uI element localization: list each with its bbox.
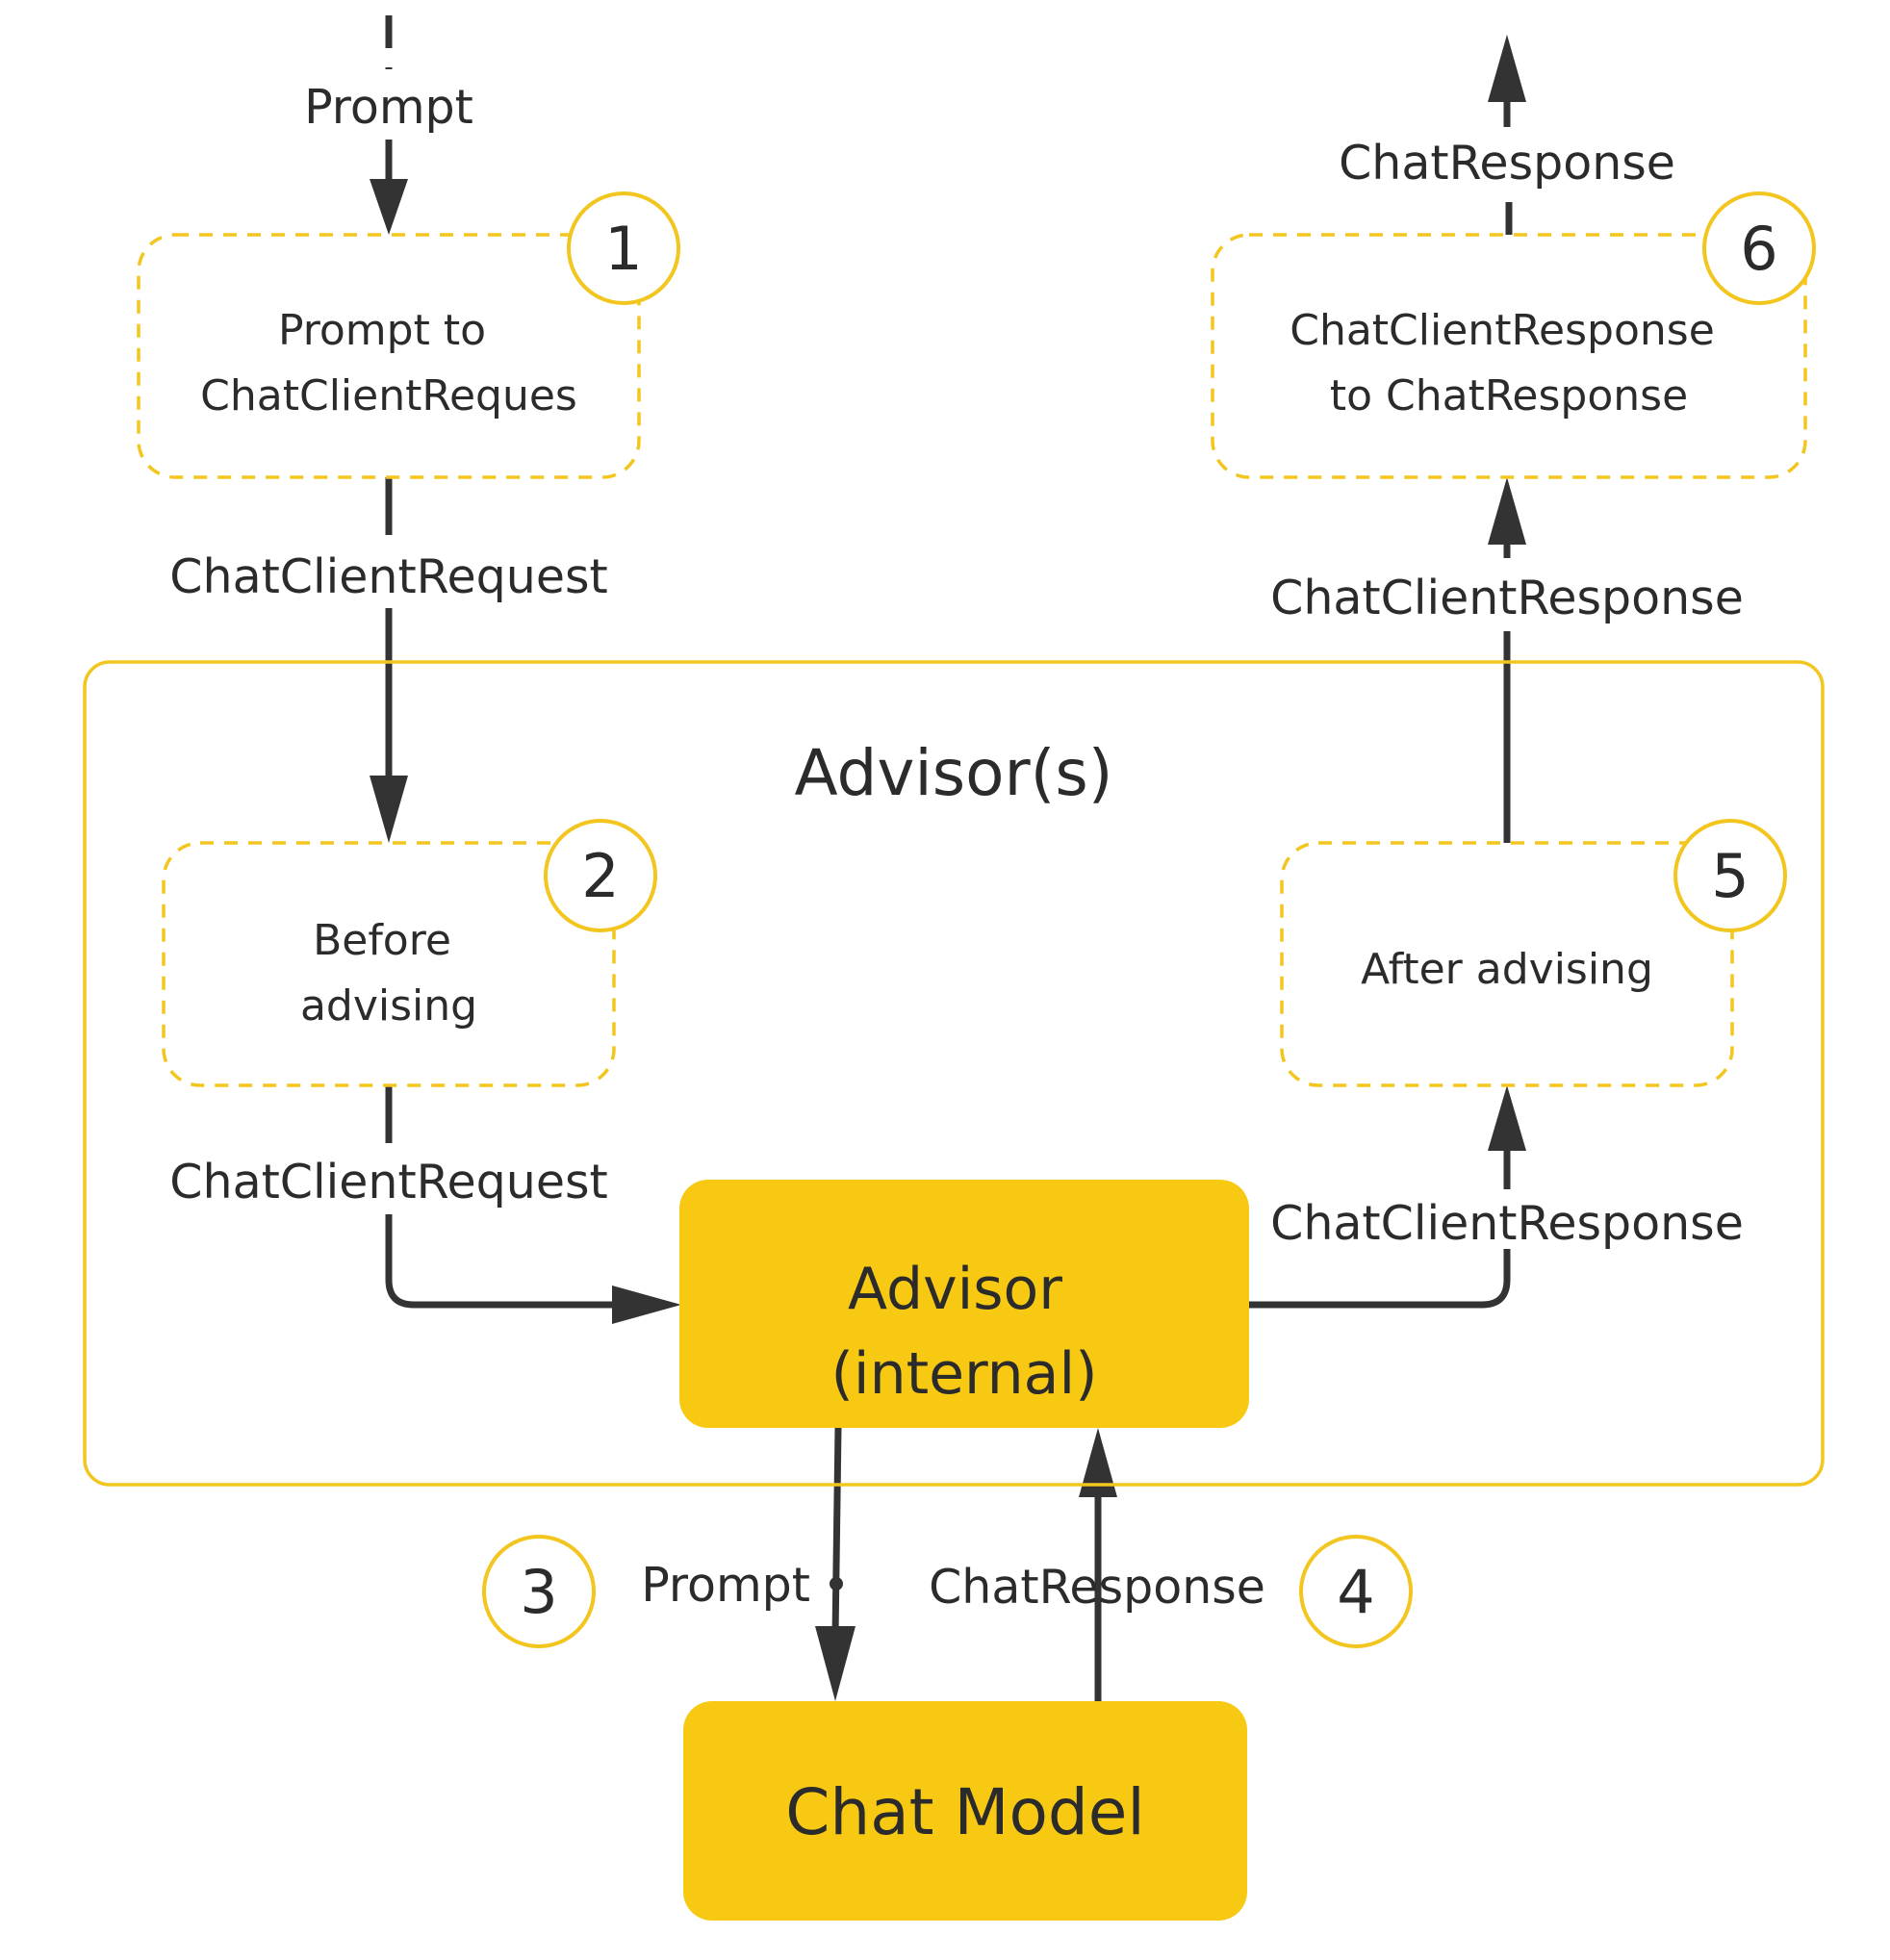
arrowhead-response-out <box>1488 35 1526 102</box>
advisors-container-title: Advisor(s) <box>794 736 1112 810</box>
advisor-internal-node <box>679 1180 1249 1428</box>
step-6-badge: 6 <box>1702 191 1816 305</box>
step-3-badge: 3 <box>482 1535 596 1648</box>
edge-label-response-out: ChatResponse <box>1339 136 1675 191</box>
chat-model-label: Chat Model <box>785 1775 1144 1849</box>
step-3-number: 3 <box>520 1557 557 1627</box>
edge-label-response-1: ChatClientResponse <box>1270 571 1744 625</box>
edge-label-response-from-model: ChatResponse <box>929 1560 1265 1615</box>
arrowhead-into-step-2 <box>370 776 408 843</box>
arrowhead-into-advisor-internal-bottom <box>1079 1428 1117 1497</box>
edge-label-prompt-in: Prompt <box>304 80 473 135</box>
edge-label-response-2: ChatClientResponse <box>1270 1196 1744 1251</box>
edge-request-to-advisor-internal <box>385 1214 626 1309</box>
arrowhead-into-step-6 <box>1488 477 1526 545</box>
arrowhead-into-chat-model <box>815 1626 856 1701</box>
step-2-number: 2 <box>581 841 619 911</box>
step-5-badge: 5 <box>1673 819 1787 932</box>
step-2-badge: 2 <box>544 819 657 932</box>
edge-label-request-1: ChatClientRequest <box>169 549 607 604</box>
step-6-number: 6 <box>1740 214 1777 284</box>
arrowhead-into-step-5 <box>1488 1085 1526 1151</box>
advisors-container <box>83 660 1825 1487</box>
step-1-text: Prompt to ChatClientReques <box>200 306 577 420</box>
edge-prompt-to-model <box>831 1427 842 1637</box>
advisor-internal-label: Advisor (internal) <box>830 1256 1097 1408</box>
step-2-box <box>162 841 616 1087</box>
arrowhead-into-advisor-internal <box>612 1285 681 1324</box>
edge-label-prompt-to-model: Prompt <box>641 1558 810 1613</box>
step-4-number: 4 <box>1337 1557 1374 1627</box>
chat-model-node <box>683 1701 1247 1921</box>
step-6-box <box>1211 233 1807 479</box>
edge-label-request-2: ChatClientRequest <box>169 1155 607 1209</box>
edge-prompt-label-dot <box>830 1577 843 1591</box>
step-4-badge: 4 <box>1299 1535 1413 1648</box>
step-1-badge: 1 <box>567 191 680 305</box>
step-5-text: After advising <box>1361 945 1653 994</box>
step-5-box <box>1280 841 1734 1087</box>
step-6-text: ChatClientResponse to ChatResponse <box>1290 306 1728 420</box>
edge-response-to-step-5 <box>1249 1249 1511 1309</box>
arrowhead-into-step-1 <box>370 179 408 235</box>
step-1-number: 1 <box>604 214 642 284</box>
step-1-box <box>137 233 641 479</box>
step-5-number: 5 <box>1711 841 1749 911</box>
step-2-text: Before advising <box>300 916 477 1031</box>
